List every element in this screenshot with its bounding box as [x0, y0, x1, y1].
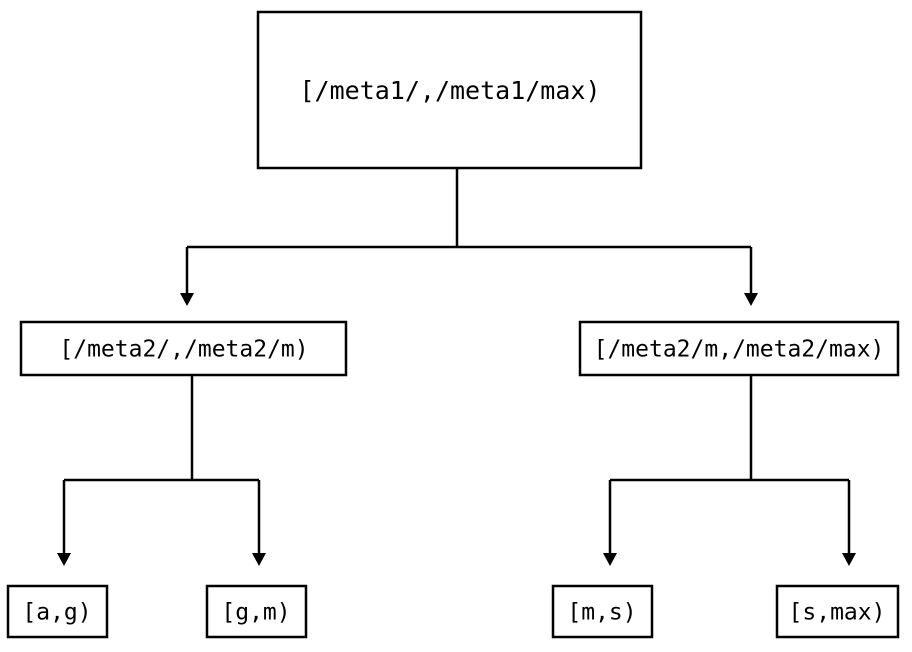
leaf-node-g-m-label: [g,m): [221, 600, 290, 626]
leaf-node-a-g[interactable]: [a,g): [6, 584, 109, 639]
leaf-node-m-s[interactable]: [m,s): [551, 584, 654, 639]
mid-node-right[interactable]: [/meta2/m,/meta2/max): [578, 320, 900, 377]
edge-group-root: [180, 168, 758, 306]
root-node-box[interactable]: [256, 10, 643, 170]
mid-node-left-box[interactable]: [19, 320, 348, 377]
mid-node-right-box[interactable]: [578, 320, 900, 377]
edge-group-mid-right: [603, 375, 856, 566]
leaf-node-a-g-label: [a,g): [22, 600, 91, 626]
leaf-node-m-s-box[interactable]: [551, 584, 654, 639]
root-node-label: [/meta1/,/meta1/max): [299, 76, 600, 105]
leaf-node-s-max-box[interactable]: [775, 584, 900, 639]
arrowhead-mid-right-to-leaf3: [603, 553, 617, 566]
mid-node-left[interactable]: [/meta2/,/meta2/m): [19, 320, 348, 377]
arrowhead-mid-left-to-leaf1: [57, 553, 71, 566]
root-node[interactable]: [/meta1/,/meta1/max): [256, 10, 643, 170]
leaf-node-s-max-label: [s,max): [789, 600, 886, 626]
leaf-node-a-g-box[interactable]: [6, 584, 109, 639]
arrowhead-root-to-mid-left: [180, 293, 194, 306]
edge-group-mid-left: [57, 375, 266, 566]
leaf-node-m-s-label: [m,s): [567, 600, 636, 626]
mid-node-left-label: [/meta2/,/meta2/m): [59, 337, 308, 363]
arrowhead-root-to-mid-right: [744, 293, 758, 306]
leaf-node-g-m-box[interactable]: [205, 584, 308, 639]
leaf-node-g-m[interactable]: [g,m): [205, 584, 308, 639]
arrowhead-mid-left-to-leaf2: [252, 553, 266, 566]
mid-node-right-label: [/meta2/m,/meta2/max): [594, 337, 885, 363]
arrowhead-mid-right-to-leaf4: [842, 553, 856, 566]
leaf-node-s-max[interactable]: [s,max): [775, 584, 900, 639]
